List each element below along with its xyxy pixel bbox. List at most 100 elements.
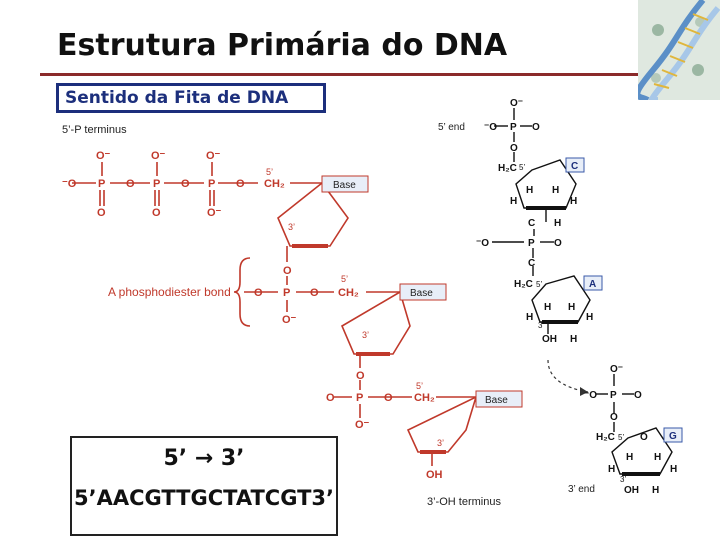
atom-minus-o: ⁻O (584, 390, 597, 401)
atom-p: P (510, 122, 517, 133)
atom-ch2: CH₂ (264, 178, 285, 190)
five-prime-label: 5’ (519, 163, 525, 172)
atom-p: P (610, 390, 617, 401)
left-strand-bonds (292, 244, 446, 454)
five-prime-label: 5’ (536, 280, 542, 289)
atom-oh: OH (624, 485, 639, 496)
atom-o-minus: O⁻ (355, 419, 370, 431)
sequence-text: 5’AACGTTGCTATCGT3’ (74, 486, 334, 510)
base-label: Base (333, 180, 356, 191)
atom-o: O (126, 178, 135, 190)
atom-o: O (97, 207, 106, 219)
five-p-terminus-label: 5’-P terminus (62, 124, 127, 136)
five-prime-label: 5’ (618, 433, 624, 442)
atom-o-minus: O⁻ (206, 150, 221, 162)
three-prime-label: 3’ (288, 222, 295, 232)
sequence-box: 5’ → 3’ 5’AACGTTGCTATCGT3’ (70, 436, 338, 536)
five-prime-label: 5’ (341, 274, 348, 284)
atom-o: O (634, 390, 642, 401)
atom-h: H (570, 334, 577, 345)
atom-h: H (526, 312, 533, 323)
base-box-1: Base (321, 175, 369, 193)
dna-helix-icon (638, 0, 720, 100)
atom-o: O (356, 370, 365, 382)
atom-c: C (528, 258, 535, 269)
base-letter: A (589, 279, 596, 290)
atom-h: H (654, 452, 661, 463)
atom-h: H (608, 464, 615, 475)
atom-o-minus: O⁻ (96, 150, 111, 162)
atom-h: H (510, 196, 517, 207)
atom-h: H (552, 185, 559, 196)
atom-ch2: CH₂ (414, 392, 435, 404)
base-tag-a: A (583, 275, 603, 291)
atom-c: C (528, 218, 535, 229)
atom-p: P (98, 178, 105, 190)
atom-ch2: CH₂ (338, 287, 359, 299)
base-tag-c: C (565, 157, 585, 173)
connection-arrow (547, 359, 589, 393)
atom-o-minus: O⁻ (151, 150, 166, 162)
atom-h: H (568, 302, 575, 313)
three-prime-label: 3’ (538, 321, 544, 330)
atom-h: H (554, 218, 561, 229)
atom-h: H (544, 302, 551, 313)
title-underline (40, 73, 640, 76)
atom-minus-o: ⁻O (62, 178, 77, 190)
base-label: Base (410, 288, 433, 299)
atom-o: O (254, 287, 263, 299)
atom-h: H (670, 464, 677, 475)
atom-p: P (283, 287, 290, 299)
atom-p: P (356, 392, 363, 404)
atom-minus-o: ⁻O (476, 238, 489, 249)
three-oh-terminus-label: 3’-OH terminus (427, 496, 501, 508)
right-strand-bonds (526, 206, 660, 476)
base-letter: C (571, 161, 578, 172)
atom-o: O (610, 412, 618, 423)
atom-h: H (526, 185, 533, 196)
atom-p: P (153, 178, 160, 190)
atom-o: O (326, 392, 335, 404)
five-prime-label: 5’ (266, 167, 273, 177)
subtitle-text: Sentido da Fita de DNA (65, 88, 289, 108)
atom-o: O (510, 143, 518, 154)
atom-o: O (236, 178, 245, 190)
atom-minus-o: ⁻O (484, 122, 497, 133)
atom-h2c: H₂C (514, 279, 533, 290)
atom-oh: OH (542, 334, 557, 345)
atom-p: P (528, 238, 535, 249)
three-prime-label: 3’ (362, 330, 369, 340)
phosphodiester-bracket (233, 257, 251, 327)
atom-o: O (532, 122, 540, 133)
atom-o: O (310, 287, 319, 299)
atom-o: O (283, 265, 292, 277)
atom-h: H (626, 452, 633, 463)
phosphodiester-bond-label: A phosphodiester bond (108, 285, 231, 299)
atom-h: H (652, 485, 659, 496)
atom-p: P (208, 178, 215, 190)
atom-o: O (640, 432, 648, 443)
base-letter: G (669, 431, 677, 442)
five-end-label: 5’ end (438, 122, 465, 133)
atom-o: O (181, 178, 190, 190)
atom-o-minus: O⁻ (610, 364, 623, 375)
atom-o-minus: O⁻ (282, 314, 297, 326)
base-box-3: Base (475, 390, 523, 408)
three-prime-label: 3’ (437, 438, 444, 448)
atom-o-minus: O⁻ (207, 207, 222, 219)
base-label: Base (485, 395, 508, 406)
atom-o: O (152, 207, 161, 219)
atom-h: H (570, 196, 577, 207)
subtitle-box: Sentido da Fita de DNA (56, 83, 326, 113)
base-box-2: Base (399, 283, 447, 301)
page-title: Estrutura Primária do DNA (57, 28, 508, 63)
atom-h: H (586, 312, 593, 323)
atom-o-minus: O⁻ (510, 98, 523, 109)
three-end-label: 3’ end (568, 484, 595, 495)
atom-oh: OH (426, 469, 443, 481)
sequence-direction: 5’ → 3’ (163, 446, 245, 471)
base-tag-g: G (663, 427, 683, 443)
atom-h2c: H₂C (498, 163, 517, 174)
three-prime-label: 3’ (620, 475, 626, 484)
